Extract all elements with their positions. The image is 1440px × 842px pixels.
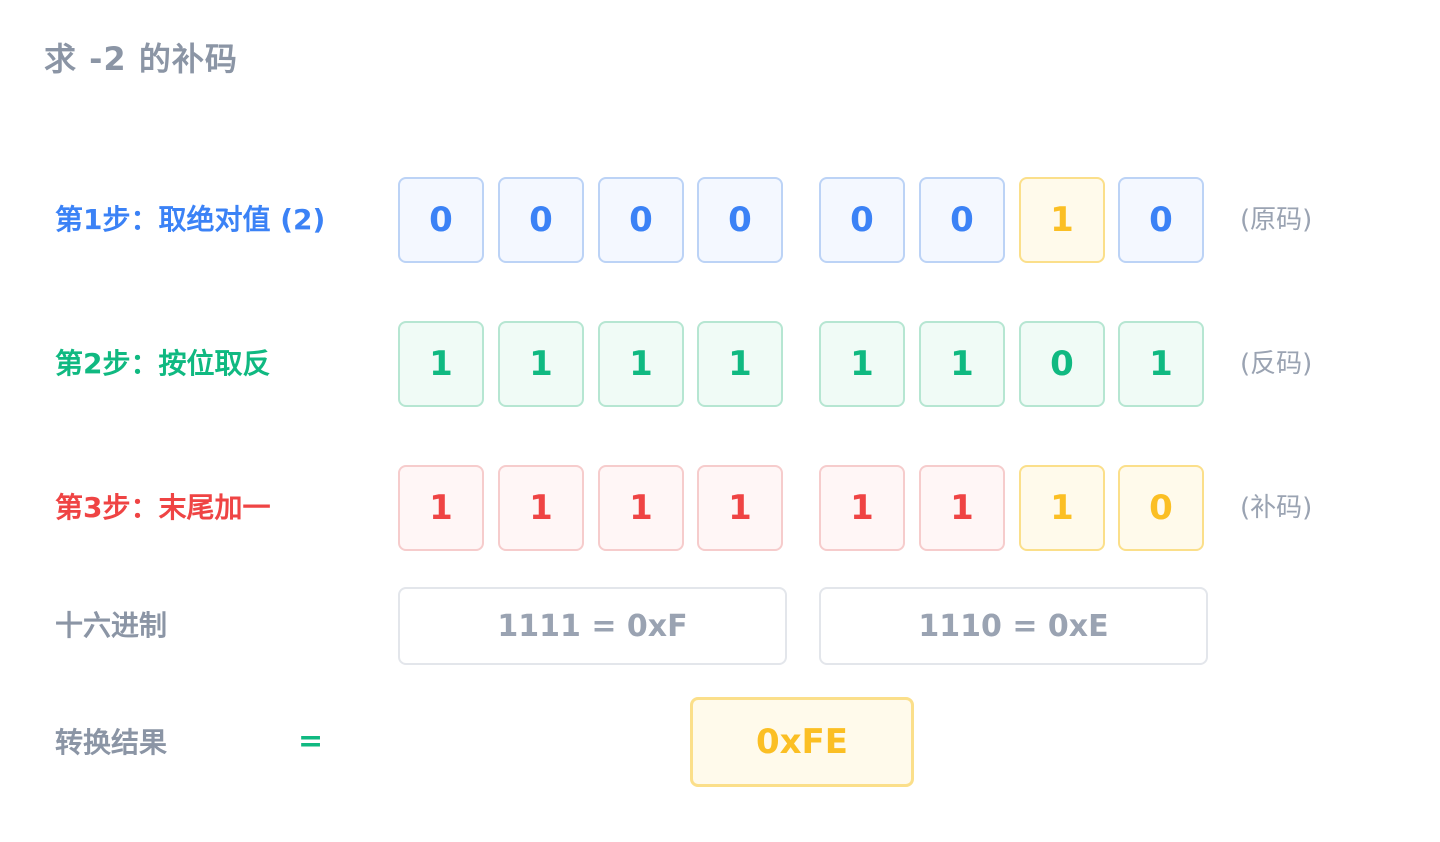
step-1-bit-2: 0 (598, 177, 684, 263)
step-1-bit-5: 0 (919, 177, 1005, 263)
step-2-bit-1: 1 (498, 321, 584, 407)
step-3-bit-7: 0 (1118, 465, 1204, 551)
step-2-bit-3: 1 (697, 321, 783, 407)
step-3-bit-4: 1 (819, 465, 905, 551)
hex-low-nibble: 1110 = 0xE (819, 587, 1208, 665)
step-2-bit-5: 1 (919, 321, 1005, 407)
result-label: 转换结果 (55, 726, 168, 759)
step-3-bit-2: 1 (598, 465, 684, 551)
step-3-bit-3: 1 (697, 465, 783, 551)
step-2-bit-4: 1 (819, 321, 905, 407)
step-2-bit-7: 1 (1118, 321, 1204, 407)
step-2-bit-0: 1 (398, 321, 484, 407)
step-1-bit-0: 0 (398, 177, 484, 263)
result-value: 0xFE (690, 697, 914, 787)
step-1-bit-7: 0 (1118, 177, 1204, 263)
step-1-bit-3: 0 (697, 177, 783, 263)
step-3-note: (补码) (1240, 493, 1313, 523)
step-3-bit-5: 1 (919, 465, 1005, 551)
step-1-bit-6: 1 (1019, 177, 1105, 263)
step-3-label: 第3步：末尾加一 (55, 491, 271, 524)
step-2-bit-2: 1 (598, 321, 684, 407)
equals-sign: = (298, 724, 324, 759)
step-3-bit-0: 1 (398, 465, 484, 551)
step-3-bit-1: 1 (498, 465, 584, 551)
step-2-label: 第2步：按位取反 (55, 347, 271, 380)
step-2-bit-6: 0 (1019, 321, 1105, 407)
hex-high-nibble: 1111 = 0xF (398, 587, 787, 665)
step-3-bit-6: 1 (1019, 465, 1105, 551)
step-1-bit-1: 0 (498, 177, 584, 263)
step-2-note: (反码) (1240, 349, 1313, 379)
page-title: 求 -2 的补码 (44, 40, 238, 78)
step-1-bit-4: 0 (819, 177, 905, 263)
step-1-label: 第1步：取绝对值 (2) (55, 203, 326, 236)
hex-label: 十六进制 (55, 609, 168, 642)
step-1-note: (原码) (1240, 205, 1313, 235)
